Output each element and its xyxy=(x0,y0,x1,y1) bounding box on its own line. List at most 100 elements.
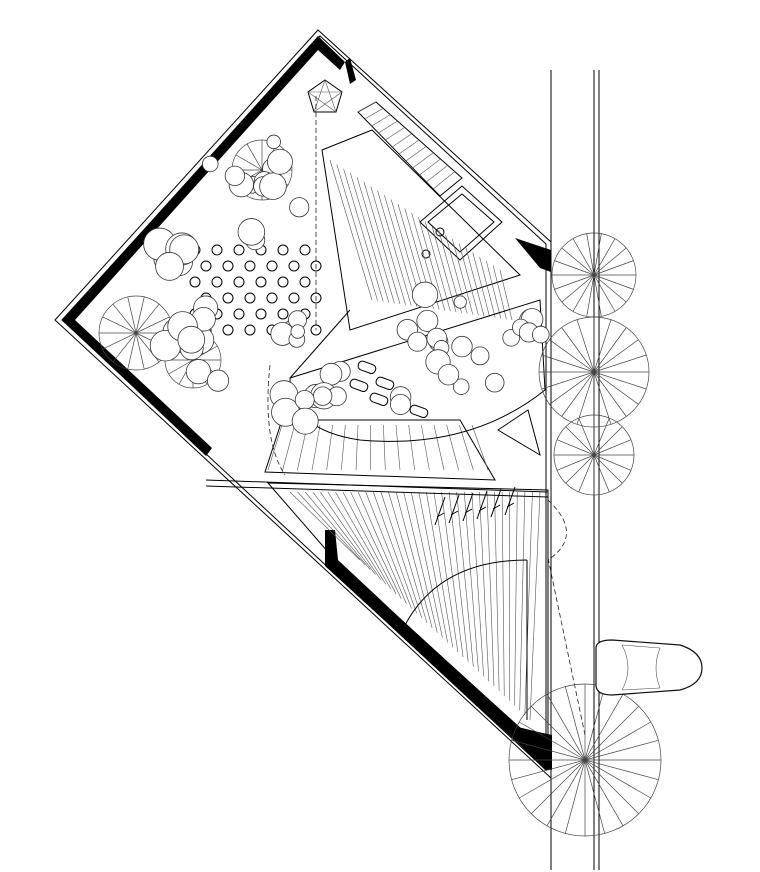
stepping-stone xyxy=(409,404,429,418)
shrub-circle xyxy=(267,148,293,175)
hatch-line xyxy=(452,239,474,315)
hatch-line xyxy=(479,491,490,682)
bicycle-handle xyxy=(478,506,487,512)
shrub-circle xyxy=(177,325,206,354)
hatch-line xyxy=(267,424,283,471)
planting-dot xyxy=(189,276,201,288)
tree-spoke xyxy=(593,233,602,276)
bicycle-handle xyxy=(492,504,501,510)
hatch-line xyxy=(289,491,361,561)
tree-spoke xyxy=(584,759,651,799)
tree-spoke xyxy=(584,694,624,761)
car-icon xyxy=(595,639,703,696)
planting-dot xyxy=(211,276,223,288)
stepping-stone xyxy=(349,378,369,392)
bicycle-handle xyxy=(506,502,515,508)
tree-spoke xyxy=(586,274,595,317)
stair-tread xyxy=(371,114,391,127)
shrub-symbol xyxy=(270,310,307,348)
hatch-line xyxy=(343,168,384,302)
hatch-line xyxy=(350,173,390,303)
shrub-circle xyxy=(390,393,412,415)
tree-spoke xyxy=(556,454,595,471)
tree-spoke xyxy=(584,686,606,761)
hatch-line xyxy=(327,491,387,585)
hatch-line xyxy=(377,190,412,306)
hatch-line xyxy=(373,491,417,614)
bicycle-handle xyxy=(464,508,473,514)
shrub-circle xyxy=(207,369,230,392)
shrub-circle xyxy=(451,335,473,358)
tree-spoke xyxy=(102,316,137,334)
planting-dot xyxy=(299,276,311,288)
tree-spoke xyxy=(554,274,595,290)
tree-symbol xyxy=(508,683,662,837)
hatch-line xyxy=(494,491,500,691)
shrub-circle xyxy=(411,281,439,308)
tree-spoke xyxy=(549,371,595,405)
shrub-circle xyxy=(531,325,550,344)
tree-spoke xyxy=(541,371,595,390)
tree-spoke xyxy=(565,454,595,484)
tree-spoke xyxy=(554,260,595,276)
shrub-circle xyxy=(290,324,305,339)
tree-spoke xyxy=(561,247,595,276)
planting-dot xyxy=(233,276,245,288)
shrub-circle xyxy=(155,252,184,281)
hatch-line xyxy=(388,491,428,624)
door-swing xyxy=(404,409,541,729)
shrub-circle xyxy=(416,309,439,332)
shrub-circle xyxy=(452,378,470,395)
tree-spoke xyxy=(584,739,659,761)
stair-tread xyxy=(419,158,441,176)
planting-dot xyxy=(277,244,289,256)
planting-dot xyxy=(222,292,234,304)
hatch-line xyxy=(304,491,371,570)
hatch-line xyxy=(486,491,495,687)
tree-spoke xyxy=(565,426,595,456)
planting-dot xyxy=(310,260,322,272)
tree-spoke xyxy=(593,339,639,373)
tree-spoke xyxy=(561,274,595,303)
shrub-circle xyxy=(289,197,310,218)
hatch-line xyxy=(395,491,433,628)
planting-dot xyxy=(255,276,267,288)
tree-spoke xyxy=(135,316,170,334)
bicycle-frame xyxy=(434,496,446,526)
bicycle-symbol xyxy=(476,490,488,520)
planting-dot xyxy=(310,292,322,304)
compass-icon xyxy=(307,79,343,113)
tree-spoke xyxy=(593,247,627,276)
shrub-circle xyxy=(312,386,333,406)
bicycle-rack xyxy=(434,486,516,526)
shrub-circle xyxy=(266,134,281,150)
tree-spoke xyxy=(127,332,137,370)
planting-dot xyxy=(255,308,267,320)
tree-spoke xyxy=(593,274,627,303)
tree-spoke xyxy=(593,371,612,425)
tree-spoke xyxy=(246,143,263,171)
hatch-line xyxy=(499,269,513,321)
bicycle-symbol xyxy=(490,488,502,518)
tree-spoke xyxy=(584,759,639,814)
hatch-line xyxy=(471,491,484,677)
bicycle-frame xyxy=(490,488,502,518)
tree-spoke xyxy=(561,327,595,373)
tree-spoke xyxy=(549,339,595,373)
hatch-line xyxy=(335,491,392,590)
planting-dot xyxy=(222,260,234,272)
hatch-line xyxy=(433,424,445,471)
planting-dot xyxy=(200,260,212,272)
planting-dot xyxy=(266,260,278,272)
stair-tread xyxy=(357,101,377,113)
stair-tread xyxy=(364,108,384,120)
hatch-line xyxy=(501,491,505,696)
hatch-line xyxy=(336,164,378,301)
tree-spoke xyxy=(546,694,586,761)
tree-spoke xyxy=(584,706,639,761)
hatch-line xyxy=(472,252,490,317)
shrub-circle xyxy=(484,372,505,393)
hatch-line xyxy=(426,491,454,648)
tree-spoke xyxy=(584,759,624,826)
bicycle-frame xyxy=(504,486,516,516)
